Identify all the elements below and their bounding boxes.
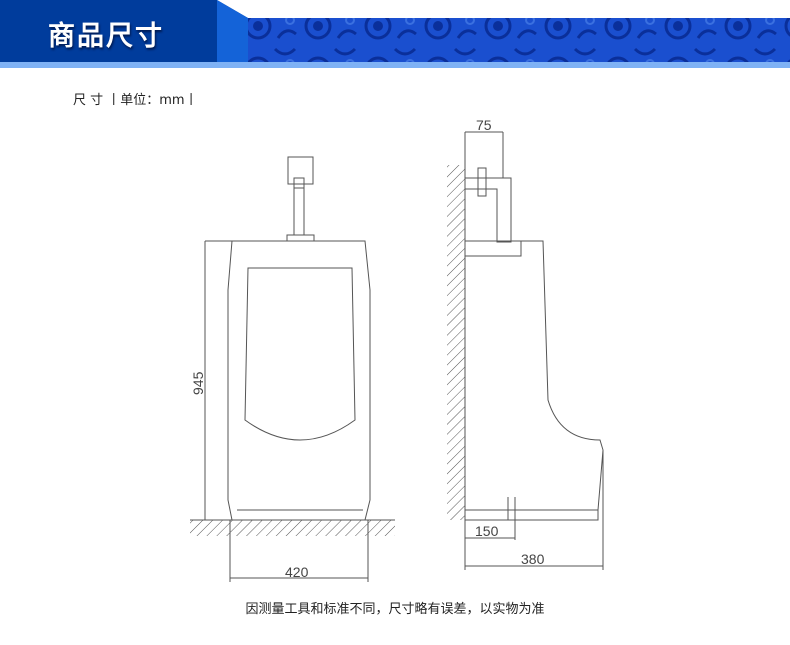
header-banner [0, 0, 790, 70]
section-title: 商品尺寸 [48, 21, 164, 52]
unit-label: 尺 寸 丨单位：mm丨 [73, 93, 198, 108]
valve-offset-dimension: 75 [476, 117, 492, 133]
height-dimension: 945 [190, 371, 206, 395]
depth-dimension: 380 [521, 551, 545, 567]
outlet-dimension: 150 [475, 523, 499, 539]
side-view [447, 131, 604, 570]
disclaimer-note: 因测量工具和标准不同，尺寸略有误差，以实物为准 [245, 602, 545, 617]
front-view [190, 156, 395, 582]
width-dimension: 420 [285, 564, 309, 580]
